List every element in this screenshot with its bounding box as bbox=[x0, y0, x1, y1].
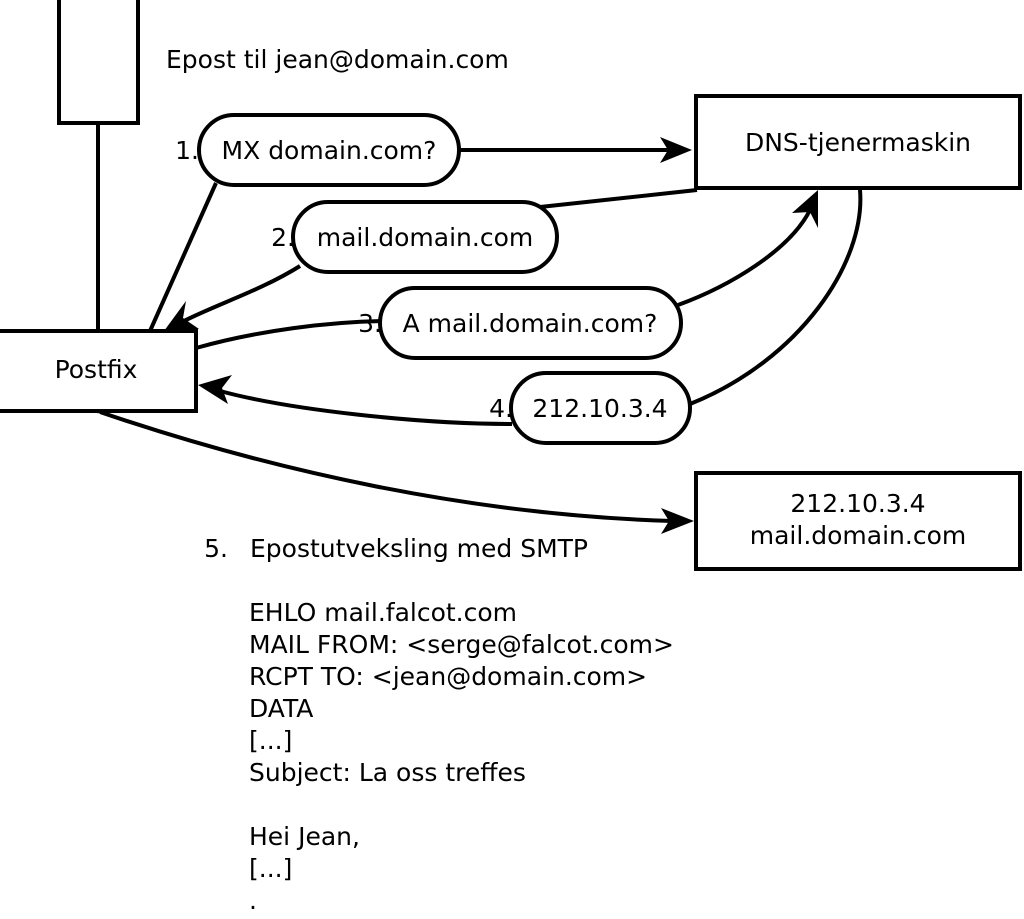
step-bubble-1: MX domain.com? 1. bbox=[175, 113, 461, 187]
step-4-label: 212.10.3.4 bbox=[532, 394, 667, 423]
node-postfix-label: Postfix bbox=[55, 355, 138, 384]
smtp-line-9: . bbox=[249, 886, 257, 915]
step-2-bubble-shape bbox=[291, 200, 559, 274]
email-subject-caption: Epost til jean@domain.com bbox=[166, 45, 509, 74]
step-3-number: 3. bbox=[358, 309, 382, 338]
smtp-line-0: EHLO mail.falcot.com bbox=[249, 598, 517, 627]
node-postfix-box bbox=[0, 329, 198, 413]
node-mailserver-box bbox=[694, 471, 1022, 571]
step-5-number: 5. bbox=[204, 534, 228, 563]
step-bubble-4: 212.10.3.4 4. bbox=[489, 371, 692, 445]
edge-postfix-to-mailserver bbox=[99, 410, 694, 534]
smtp-line-7: Hei Jean, bbox=[249, 822, 360, 851]
arrowhead-step3-dns bbox=[792, 190, 818, 228]
step-4-number: 4. bbox=[489, 394, 513, 423]
node-client-box bbox=[57, 0, 140, 125]
edge-step4-to-postfix bbox=[198, 375, 513, 426]
step-1-number: 1. bbox=[175, 136, 199, 165]
edge-dns-to-step4 bbox=[689, 189, 863, 406]
arrowhead-step1-dns bbox=[660, 137, 692, 163]
smtp-line-5: Subject: La oss treffes bbox=[249, 758, 526, 787]
node-dns-label: DNS-tjenermaskin bbox=[745, 128, 971, 157]
smtp-line-3: DATA bbox=[249, 694, 313, 723]
arrowhead-step2-postfix bbox=[164, 301, 199, 331]
step-bubble-2: mail.domain.com 2. bbox=[271, 200, 559, 274]
edge-step3-to-dns bbox=[677, 190, 818, 307]
arrowhead-postfix-mailserver bbox=[661, 508, 694, 534]
edge-postfix-to-step1 bbox=[148, 182, 218, 332]
arrowhead-step4-postfix bbox=[198, 375, 232, 404]
edge-step2-to-postfix bbox=[164, 264, 302, 331]
edge-postfix-to-step3 bbox=[195, 319, 383, 350]
step-3-label: A mail.domain.com? bbox=[403, 309, 658, 338]
step-4-bubble-shape bbox=[509, 371, 692, 445]
smtp-line-8: [...] bbox=[249, 854, 292, 883]
smtp-line-1: MAIL FROM: <serge@falcot.com> bbox=[249, 630, 674, 659]
node-mailserver-line1: 212.10.3.4 bbox=[790, 489, 925, 518]
step-1-label: MX domain.com? bbox=[222, 136, 437, 165]
smtp-line-4: [...] bbox=[249, 726, 292, 755]
step-2-label: mail.domain.com bbox=[317, 223, 533, 252]
step-5-label: Epostutveksling med SMTP bbox=[250, 534, 588, 563]
edge-dns-to-step2 bbox=[539, 188, 698, 209]
node-dns-box bbox=[694, 94, 1022, 190]
step-3-bubble-shape bbox=[378, 286, 683, 360]
step-1-bubble-shape bbox=[197, 113, 461, 187]
step-2-number: 2. bbox=[271, 223, 295, 252]
edge-step1-to-dns bbox=[460, 137, 692, 163]
step-bubble-3: A mail.domain.com? 3. bbox=[358, 286, 683, 360]
smtp-line-2: RCPT TO: <jean@domain.com> bbox=[249, 662, 647, 691]
node-mailserver-line2: mail.domain.com bbox=[750, 521, 966, 550]
